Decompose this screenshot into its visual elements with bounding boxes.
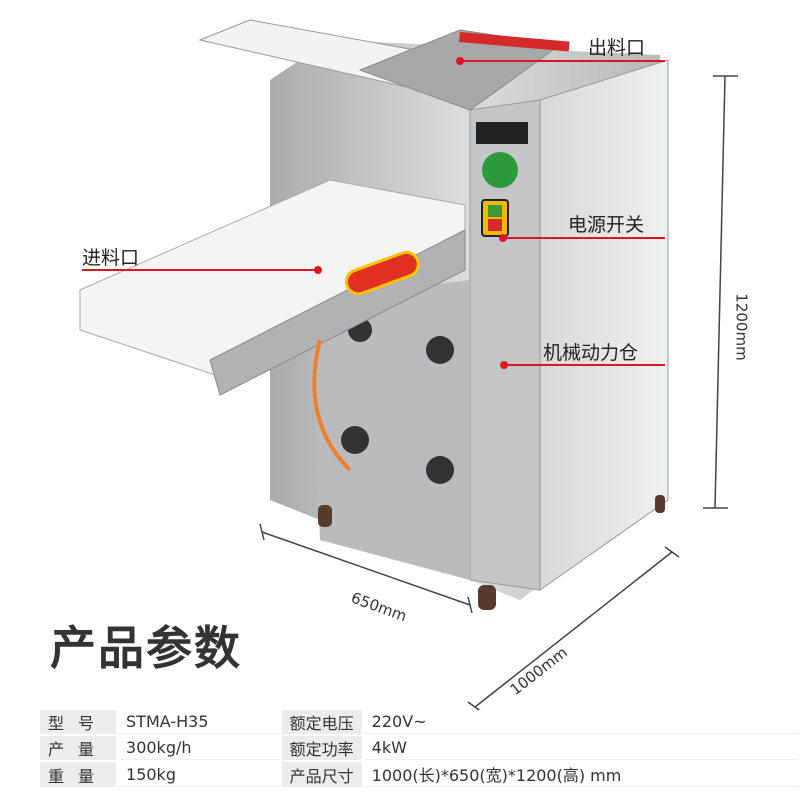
orange-cable [312, 339, 352, 472]
callout-lines [82, 57, 665, 369]
table-row: 型号 STMA-H35 额定电压 220V~ [40, 710, 798, 734]
spec-label: 额定电压 [281, 710, 362, 734]
fan-vent-icons [341, 318, 454, 484]
spec-label: 产量 [40, 736, 117, 760]
certificate-sticker [482, 152, 518, 188]
spec-label: 型号 [40, 710, 117, 734]
callout-mechanical-compartment: 机械动力仓 [543, 342, 639, 364]
dimension-height: 1200mm [732, 293, 751, 361]
spec-value: 1000(长)*650(宽)*1200(高) mm [363, 762, 798, 787]
brand-logo [476, 122, 528, 144]
spec-label: 重量 [40, 762, 117, 787]
switch-on-button[interactable] [488, 205, 502, 217]
spec-value: 220V~ [363, 710, 798, 734]
table-row: 重量 150kg 产品尺寸 1000(长)*650(宽)*1200(高) mm [40, 762, 798, 787]
spec-value: 150kg [118, 762, 280, 787]
callout-outlet: 出料口 [588, 37, 646, 59]
switch-off-button[interactable] [488, 219, 502, 231]
spec-value: STMA-H35 [118, 710, 280, 734]
dimension-lines [259, 75, 738, 713]
spec-label: 额定功率 [281, 736, 362, 760]
callout-power-switch: 电源开关 [568, 214, 645, 236]
machine-side-panel [539, 59, 669, 591]
callout-inlet: 进料口 [82, 247, 140, 269]
caster-wheels [318, 495, 665, 610]
table-row: 产量 300kg/h 额定功率 4kW [40, 736, 798, 760]
warning-sticker [459, 32, 570, 52]
spec-value: 300kg/h [118, 736, 280, 760]
direction-arrow-badge [344, 250, 420, 296]
spec-table: 型号 STMA-H35 额定电压 220V~ 产量 300kg/h 额定功率 4… [38, 708, 800, 789]
spec-value: 4kW [363, 736, 798, 760]
section-title: 产品参数 [50, 621, 242, 675]
spec-label: 产品尺寸 [281, 762, 362, 787]
